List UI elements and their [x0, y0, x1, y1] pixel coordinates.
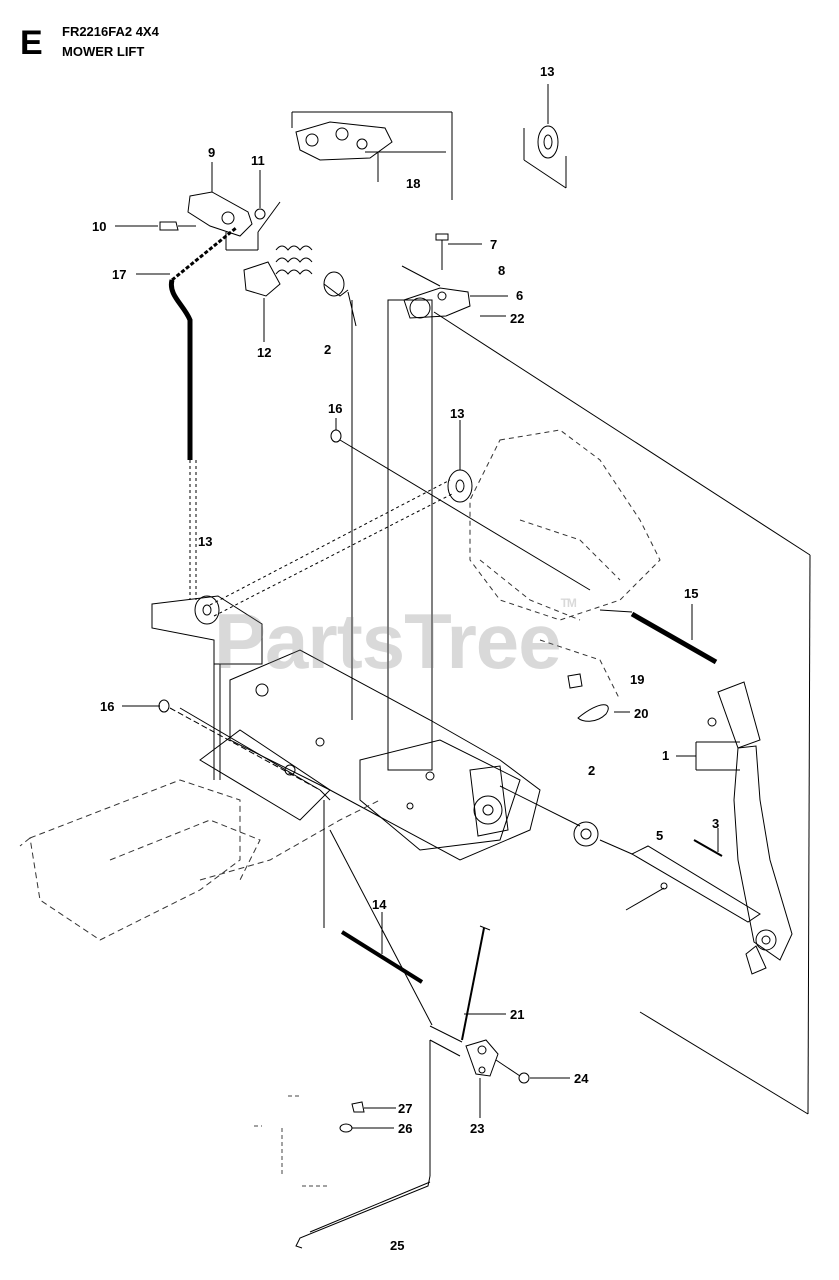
part-6-bracket	[401, 265, 508, 319]
main-lift-assembly	[179, 649, 541, 861]
callout-25: 25	[390, 1238, 404, 1253]
callout-20: 20	[634, 706, 648, 721]
callout-12: 12	[257, 345, 271, 360]
part-20-clip	[577, 704, 717, 727]
part-2-bushing-lower	[499, 785, 599, 847]
callout-13-lower: 13	[198, 534, 212, 549]
callout-3: 3	[712, 816, 719, 831]
callout-19: 19	[630, 672, 644, 687]
part-27-clip	[351, 1101, 396, 1113]
part-21-rod	[429, 925, 506, 1043]
part-13-pulley-middle	[209, 420, 473, 617]
transmission-outline	[469, 429, 661, 701]
callout-21: 21	[510, 1007, 524, 1022]
part-7-bolt	[435, 233, 482, 270]
callout-5: 5	[656, 828, 663, 843]
section-letter: E	[20, 24, 43, 62]
callout-13-middle: 13	[450, 406, 464, 421]
part-25-rod	[295, 1039, 461, 1249]
callout-13-top: 13	[540, 64, 554, 79]
part-18-bracket	[291, 111, 453, 200]
callout-10: 10	[92, 219, 106, 234]
model-number: FR2216FA2 4X4	[62, 24, 159, 39]
callout-16-lower: 16	[100, 699, 114, 714]
callout-24: 24	[574, 1071, 589, 1086]
part-19-nut	[567, 673, 583, 689]
callout-22: 22	[510, 311, 524, 326]
callout-23: 23	[470, 1121, 484, 1136]
callout-17: 17	[112, 267, 126, 282]
callout-18: 18	[406, 176, 420, 191]
part-10-bolt	[115, 221, 196, 231]
diagram-title: MOWER LIFT	[62, 44, 145, 59]
callout-11: 11	[251, 153, 265, 168]
callout-2-upper: 2	[324, 342, 331, 357]
callout-16-upper: 16	[328, 401, 342, 416]
callout-6: 6	[516, 288, 523, 303]
callout-27: 27	[398, 1101, 412, 1116]
part-13-pulley-top	[523, 84, 567, 189]
part-1-lift-lever	[676, 681, 793, 975]
part-16-nut-lower	[122, 699, 321, 791]
part-14-rod	[323, 800, 433, 1026]
mower-deck-outline	[19, 779, 381, 941]
part-3-pin	[693, 828, 723, 857]
lift-frame-plate	[387, 299, 433, 771]
frame-edge-bottom	[639, 1011, 809, 1115]
frame-edge-right	[807, 554, 811, 1115]
callout-8: 8	[498, 263, 505, 278]
part-5-shaft	[599, 839, 761, 923]
callout-15: 15	[684, 586, 698, 601]
part-13-pulley-lower	[151, 595, 263, 780]
part-17-cable	[136, 226, 237, 600]
part-9-lever	[187, 162, 281, 251]
part-15-pin	[599, 604, 718, 665]
callout-14: 14	[372, 897, 387, 912]
callout-7: 7	[490, 237, 497, 252]
bracket-fragments	[254, 1095, 330, 1187]
part-24-nut	[495, 1059, 570, 1084]
partstree-watermark: PartsTreeTM	[214, 596, 577, 685]
callout-1: 1	[662, 748, 669, 763]
callout-26: 26	[398, 1121, 412, 1136]
part-12-spring	[243, 245, 313, 342]
part-23-bracket	[465, 1039, 499, 1118]
part-26-washer	[339, 1123, 394, 1133]
callout-9: 9	[208, 145, 215, 160]
part-2-bushing-upper	[323, 271, 357, 327]
part-16-nut-upper	[330, 418, 591, 591]
frame-edge-top	[433, 311, 811, 556]
callout-2-lower: 2	[588, 763, 595, 778]
